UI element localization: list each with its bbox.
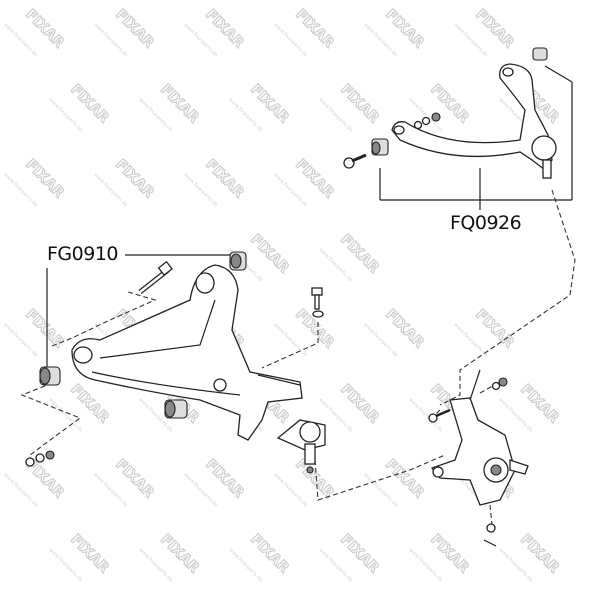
upper-bushing (371, 138, 389, 156)
nuts-lower (25, 450, 55, 467)
leader-lines (46, 65, 573, 368)
steering-knuckle (430, 369, 529, 506)
part-label-fq0926: FQ0926 (448, 212, 524, 234)
bushing-lower (164, 399, 188, 419)
upper-nuts (413, 112, 441, 130)
lower-ball-joint (276, 419, 326, 474)
upper-bolt (343, 153, 367, 169)
lower-control-arm (71, 264, 303, 441)
bolt-ball-joint (311, 287, 324, 318)
upper-control-arm (391, 63, 557, 179)
bushing-front (39, 366, 61, 386)
assembly-dashed-lines (20, 189, 576, 526)
knuckle-hardware (428, 377, 508, 547)
part-label-fg0910: FG0910 (45, 243, 121, 265)
upper-rear-bushing (532, 47, 548, 61)
bushing-rear (229, 251, 247, 271)
bolt-lower-arm (138, 260, 173, 294)
